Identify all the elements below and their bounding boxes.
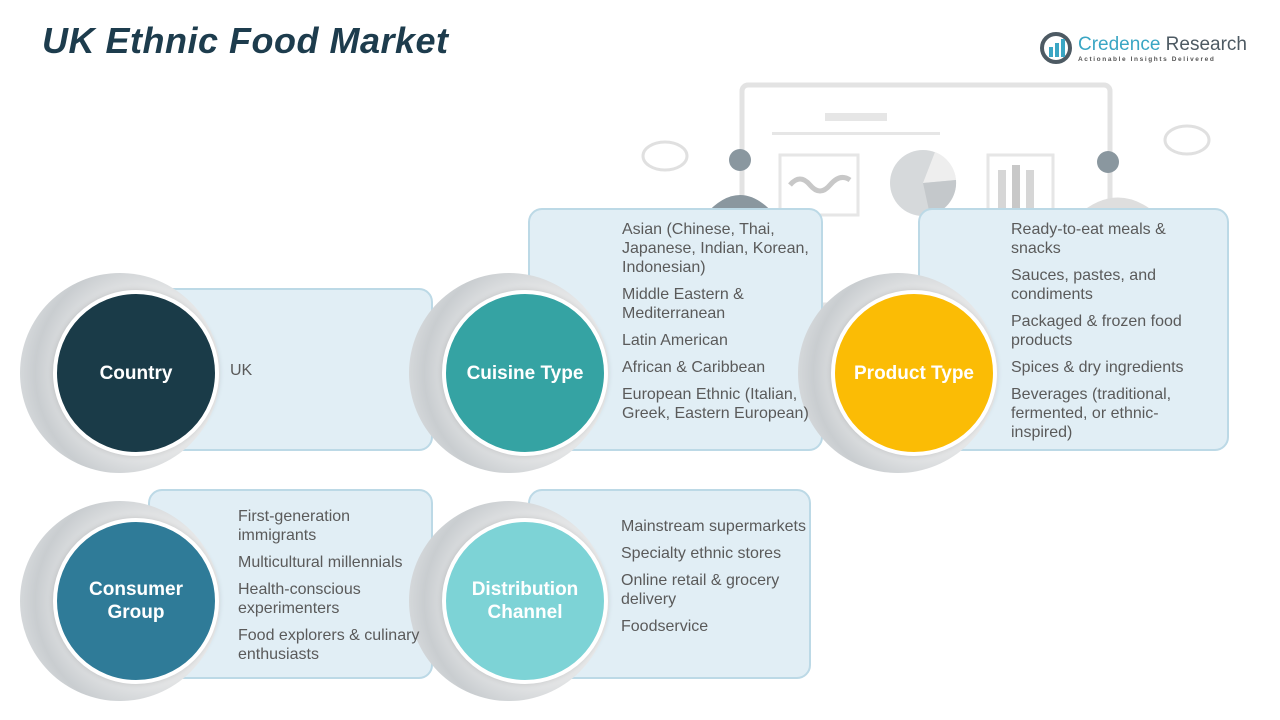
- list-item: Ready-to-eat meals & snacks: [1011, 221, 1166, 257]
- product-items: Ready-to-eat meals & snacks Sauces, past…: [1011, 220, 1216, 450]
- list-item: Sauces, pastes, and condiments: [1011, 267, 1156, 303]
- list-item: Packaged & frozen food products: [1011, 313, 1182, 349]
- list-item: Asian (Chinese, Thai, Japanese, Indian, …: [622, 221, 809, 276]
- list-item: Middle Eastern & Mediterranean: [622, 286, 744, 322]
- country-items: UK: [230, 361, 420, 388]
- distribution-circle: Distribution Channel: [442, 518, 608, 684]
- logo-name: Credence: [1078, 33, 1161, 55]
- product-circle: Product Type: [831, 290, 997, 456]
- logo-chart-icon: [1040, 32, 1072, 64]
- list-item: First-generation immigrants: [238, 508, 351, 544]
- logo-tagline: Actionable Insights Delivered: [1078, 55, 1216, 63]
- list-item: Mainstream supermarkets: [621, 518, 806, 535]
- list-item: Online retail & grocery delivery: [621, 572, 780, 608]
- consumer-items: First-generation immigrants Multicultura…: [238, 507, 428, 672]
- list-item: African & Caribbean: [622, 359, 766, 376]
- country-circle: Country: [53, 290, 219, 456]
- credence-research-logo: Credence Research Actionable Insights De…: [1040, 32, 1247, 64]
- cuisine-items: Asian (Chinese, Thai, Japanese, Indian, …: [622, 220, 817, 431]
- list-item: European Ethnic (Italian, Greek, Eastern…: [622, 386, 809, 422]
- logo-name-2: Research: [1165, 33, 1247, 55]
- consumer-circle: Consumer Group: [53, 518, 219, 684]
- page-title: UK Ethnic Food Market: [42, 20, 449, 61]
- list-item: Specialty ethnic stores: [621, 545, 782, 562]
- list-item: Spices & dry ingredients: [1011, 359, 1184, 376]
- list-item: Health-conscious experimenters: [238, 581, 361, 617]
- list-item: UK: [230, 362, 253, 379]
- distribution-items: Mainstream supermarkets Specialty ethnic…: [621, 517, 806, 644]
- list-item: Latin American: [622, 332, 728, 349]
- list-item: Foodservice: [621, 618, 709, 635]
- list-item: Beverages (traditional, fermented, or et…: [1011, 386, 1172, 441]
- cuisine-circle: Cuisine Type: [442, 290, 608, 456]
- list-item: Multicultural millennials: [238, 554, 403, 571]
- list-item: Food explorers & culinary enthusiasts: [238, 627, 420, 663]
